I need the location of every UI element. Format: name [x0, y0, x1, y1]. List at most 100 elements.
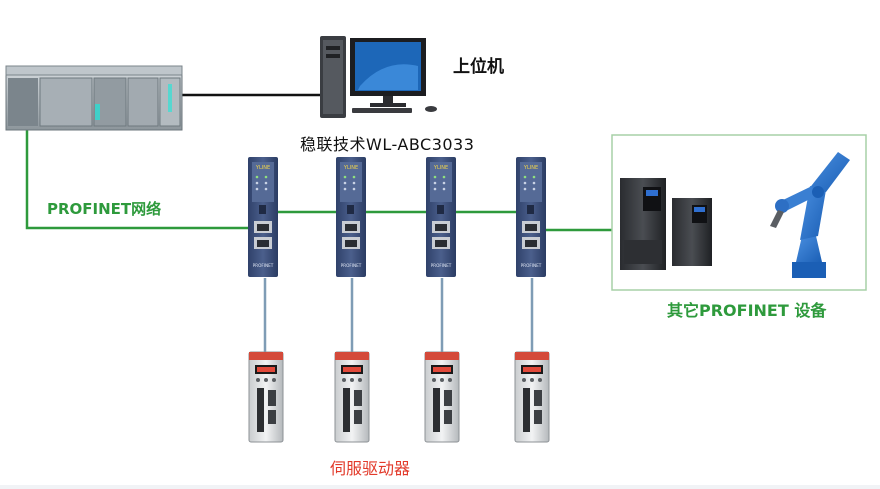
plc-cpu-module: [39, 77, 93, 127]
servo-connector: [268, 390, 276, 406]
gateway-led: [442, 175, 446, 179]
gateway-led: [433, 187, 437, 191]
robot-waist: [796, 236, 822, 262]
gateway-brand: YLINE: [433, 165, 448, 171]
gateway-led: [523, 187, 527, 191]
pc-monitor-stand: [383, 96, 393, 104]
gateway-rj45-slot: [435, 224, 447, 231]
gateway-model: PROFINET: [431, 263, 452, 268]
gateway-rj45-slot: [525, 224, 537, 231]
gateway-brand: YLINE: [255, 165, 270, 171]
robot-lower-arm: [800, 186, 826, 240]
gateway-led: [442, 181, 446, 185]
robot-forearm: [783, 186, 816, 210]
servo-key: [272, 378, 276, 382]
servo-drive: [514, 351, 550, 443]
gateway-model: PROFINET: [253, 263, 274, 268]
pc-drive-bay: [326, 46, 340, 50]
profinet-network-line: [25, 130, 250, 230]
gateway-led: [433, 181, 437, 185]
gateway-usb-port: [347, 205, 354, 214]
servo-terminal-block: [343, 388, 350, 432]
servo-key: [522, 378, 526, 382]
profinet-network-label: PROFINET网络: [47, 200, 162, 218]
servo-connector: [534, 410, 542, 424]
plc-top-rail: [5, 65, 183, 76]
gateway-rj45-slot: [345, 240, 357, 247]
gateway-brand: YLINE: [343, 165, 358, 171]
gateway-led: [343, 175, 347, 179]
servo-display-digits: [257, 367, 275, 372]
servo-connector: [444, 390, 452, 406]
gateway-led: [343, 181, 347, 185]
gateway-led: [352, 187, 356, 191]
gateway-label-plate: [520, 162, 542, 202]
servo-display-digits: [523, 367, 541, 372]
servo-key: [440, 378, 444, 382]
gateway-usb-port: [527, 205, 534, 214]
gateway-led: [352, 181, 356, 185]
gateway-led: [532, 181, 536, 185]
gateway-module: YLINE PROFINET: [336, 157, 366, 277]
gateway-led: [255, 181, 259, 185]
product-model-label: 稳联技术WL-ABC3033: [300, 135, 475, 154]
other-devices-label: 其它PROFINET 设备: [667, 301, 827, 320]
host-computer-label: 上位机: [453, 57, 504, 77]
pc-monitor-base: [370, 103, 406, 107]
plc-rack: [5, 65, 183, 131]
gateway-rj45-slot: [257, 224, 269, 231]
gateway-group: YLINE PROFINET YLINE: [248, 157, 546, 277]
gateway-usb-port: [259, 205, 266, 214]
gateway-led: [264, 175, 268, 179]
servo-key: [448, 378, 452, 382]
gateway-module: YLINE PROFINET: [426, 157, 456, 277]
servo-connector: [534, 390, 542, 406]
gateway-led: [255, 175, 259, 179]
servo-connector: [268, 410, 276, 424]
servo-drives-label: 伺服驱动器: [330, 459, 411, 478]
gateway-led: [343, 187, 347, 191]
robot-base: [792, 262, 826, 278]
industrial-robot: [770, 152, 850, 278]
bottom-divider: [0, 485, 880, 489]
gateway-module: YLINE PROFINET: [516, 157, 546, 277]
servo-key: [342, 378, 346, 382]
servo-key: [264, 378, 268, 382]
servo-drive: [334, 351, 370, 443]
servo-connector: [354, 390, 362, 406]
gateway-rj45-slot: [345, 224, 357, 231]
robot-joint: [812, 186, 824, 198]
servo-terminal-block: [433, 388, 440, 432]
host-computer: [320, 36, 437, 118]
servo-display-digits: [433, 367, 451, 372]
gateway-led: [523, 181, 527, 185]
gateway-led: [442, 187, 446, 191]
pc-tower-face: [323, 40, 343, 114]
other-profinet-devices: [611, 134, 867, 291]
servo-connector: [354, 410, 362, 424]
gateway-model: PROFINET: [521, 263, 542, 268]
servo-key: [358, 378, 362, 382]
gateway-rj45-slot: [257, 240, 269, 247]
gateway-led: [264, 187, 268, 191]
gateway-led: [352, 175, 356, 179]
gateway-rj45-slot: [435, 240, 447, 247]
plc-status-led: [95, 104, 100, 120]
servo-key: [538, 378, 542, 382]
plc-status-led: [168, 84, 172, 112]
servo-top-cap: [249, 352, 283, 360]
servo-key: [256, 378, 260, 382]
servo-key: [350, 378, 354, 382]
inverter-small: [672, 198, 712, 266]
gateway-module: YLINE PROFINET: [248, 157, 278, 277]
servo-terminal-block: [257, 388, 264, 432]
servo-top-cap: [425, 352, 459, 360]
pc-mouse: [425, 106, 437, 112]
servo-key: [432, 378, 436, 382]
gateway-usb-port: [437, 205, 444, 214]
gateway-label-plate: [430, 162, 452, 202]
gateway-led: [523, 175, 527, 179]
gateway-rj45-slot: [525, 240, 537, 247]
gateway-model: PROFINET: [341, 263, 362, 268]
servo-top-cap: [335, 352, 369, 360]
